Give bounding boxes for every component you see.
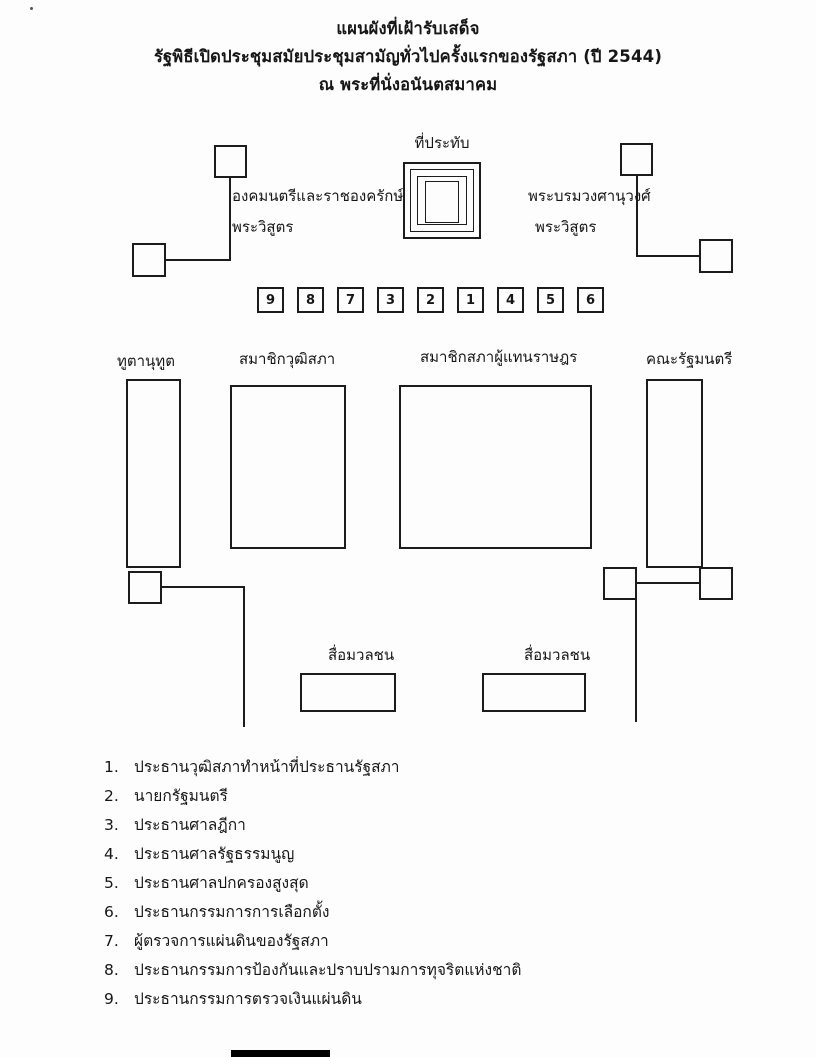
scan-bar-artifact [231, 1050, 330, 1057]
pillar-box-mid-left [132, 243, 166, 277]
legend-item: 6. ประธานกรรมการการเลือกตั้ง [104, 902, 754, 922]
right-area-label-line2: พระวิสูตร [535, 218, 597, 236]
legend-item-number: 5. [104, 874, 119, 892]
media-box-right [482, 673, 586, 712]
legend-list: 1. ประธานวุฒิสภาทำหน้าที่ประธานรัฐสภา 2.… [104, 757, 754, 1018]
seat-number: 8 [305, 292, 316, 308]
page-title-line3: ณ พระที่นั่งอนันตสมาคม [318, 75, 498, 94]
pillar-box-top-right [620, 143, 653, 176]
legend-item-text: ประธานศาลฎีกา [134, 816, 246, 834]
senators-area-box [230, 385, 346, 549]
scan-dot-artifact [30, 7, 33, 10]
seat-number-box: 2 [417, 287, 444, 313]
legend-item-number: 3. [104, 816, 119, 834]
media-label-left: สื่อมวลชน [328, 646, 395, 664]
left-area-label-line1: องคมนตรีและราชองครักษ์ [232, 187, 404, 205]
page-title-line2: รัฐพิธีเปิดประชุมสมัยประชุมสามัญทั่วไปคร… [153, 47, 663, 66]
media-label-right: สื่อมวลชน [524, 646, 591, 664]
seat-number: 5 [545, 292, 556, 308]
legend-item-number: 8. [104, 961, 119, 979]
pillar-box-lower-right-outer [699, 567, 733, 600]
throne-inner-frame [417, 176, 467, 225]
left-area-label-line2: พระวิสูตร [232, 218, 294, 236]
seat-number-box: 7 [337, 287, 364, 313]
seat-number-box: 8 [297, 287, 324, 313]
curtain-line-left-vertical [229, 178, 231, 261]
representatives-area-box [399, 385, 592, 549]
legend-item-number: 2. [104, 787, 119, 805]
legend-item: 5. ประธานศาลปกครองสูงสุด [104, 873, 754, 893]
numbered-seats-row: 9 8 7 3 2 1 4 5 6 [257, 287, 604, 313]
senators-area-label: สมาชิกวุฒิสภา [239, 350, 336, 368]
representatives-area-label: สมาชิกสภาผู้แทนราษฎร [420, 348, 578, 366]
legend-item-text: ประธานกรรมการการเลือกตั้ง [134, 903, 330, 921]
lower-right-horizontal-line [637, 582, 699, 584]
legend-item-text: ประธานกรรมการป้องกันและปราบปรามการทุจริต… [134, 961, 522, 979]
cabinet-area-box [646, 379, 703, 568]
legend-item: 3. ประธานศาลฎีกา [104, 815, 754, 835]
pillar-box-mid-right [699, 239, 733, 273]
seat-number-box: 4 [497, 287, 524, 313]
legend-item-number: 1. [104, 758, 119, 776]
throne-label: ที่ประทับ [414, 134, 470, 152]
legend-item-number: 4. [104, 845, 119, 863]
lower-right-vertical-line [635, 600, 637, 722]
legend-item: 7. ผู้ตรวจการแผ่นดินของรัฐสภา [104, 931, 754, 951]
throne-seat-box [425, 181, 459, 223]
legend-item-number: 6. [104, 903, 119, 921]
page-title-line1: แผนผังที่เฝ้ารับเสด็จ [336, 19, 480, 38]
seat-number-box: 5 [537, 287, 564, 313]
diplomats-area-label: ทูตานุทูต [117, 352, 175, 370]
cabinet-area-label: คณะรัฐมนตรี [646, 350, 733, 368]
pillar-box-top-left [214, 145, 247, 178]
lower-left-vertical-line [243, 586, 245, 727]
seat-number-box: 3 [377, 287, 404, 313]
legend-item: 1. ประธานวุฒิสภาทำหน้าที่ประธานรัฐสภา [104, 757, 754, 777]
legend-item: 9. ประธานกรรมการตรวจเงินแผ่นดิน [104, 989, 754, 1009]
throne-outer-box [403, 162, 481, 239]
diplomats-area-box [126, 379, 181, 568]
legend-item-text: ประธานวุฒิสภาทำหน้าที่ประธานรัฐสภา [134, 758, 400, 776]
throne-middle-box [410, 169, 474, 232]
seat-number-box: 1 [457, 287, 484, 313]
seat-number: 2 [425, 292, 436, 308]
media-box-left [300, 673, 396, 712]
seat-number: 1 [465, 292, 476, 308]
legend-item-number: 9. [104, 990, 119, 1008]
pillar-box-lower-right-inner [603, 567, 637, 600]
seat-number: 9 [265, 292, 276, 308]
seat-number: 4 [505, 292, 516, 308]
lower-left-horizontal-line [162, 586, 245, 588]
right-area-label-line1: พระบรมวงศานุวงศ์ [528, 187, 651, 205]
seat-number-box: 9 [257, 287, 284, 313]
legend-item: 2. นายกรัฐมนตรี [104, 786, 754, 806]
legend-item-text: ผู้ตรวจการแผ่นดินของรัฐสภา [134, 932, 329, 950]
seat-number: 3 [385, 292, 396, 308]
legend-item-text: ประธานศาลปกครองสูงสุด [134, 874, 309, 892]
legend-item: 4. ประธานศาลรัฐธรรมนูญ [104, 844, 754, 864]
legend-item-text: ประธานศาลรัฐธรรมนูญ [134, 845, 295, 863]
legend-item-text: ประธานกรรมการตรวจเงินแผ่นดิน [134, 990, 362, 1008]
curtain-line-right-horizontal [638, 255, 699, 257]
seat-number: 6 [585, 292, 596, 308]
legend-item: 8. ประธานกรรมการป้องกันและปราบปรามการทุจ… [104, 960, 754, 980]
seat-number-box: 6 [577, 287, 604, 313]
legend-item-number: 7. [104, 932, 119, 950]
seat-number: 7 [345, 292, 356, 308]
legend-item-text: นายกรัฐมนตรี [134, 787, 228, 805]
curtain-line-left-horizontal [166, 259, 230, 261]
curtain-line-right-vertical [636, 176, 638, 257]
pillar-box-lower-left [128, 571, 162, 604]
